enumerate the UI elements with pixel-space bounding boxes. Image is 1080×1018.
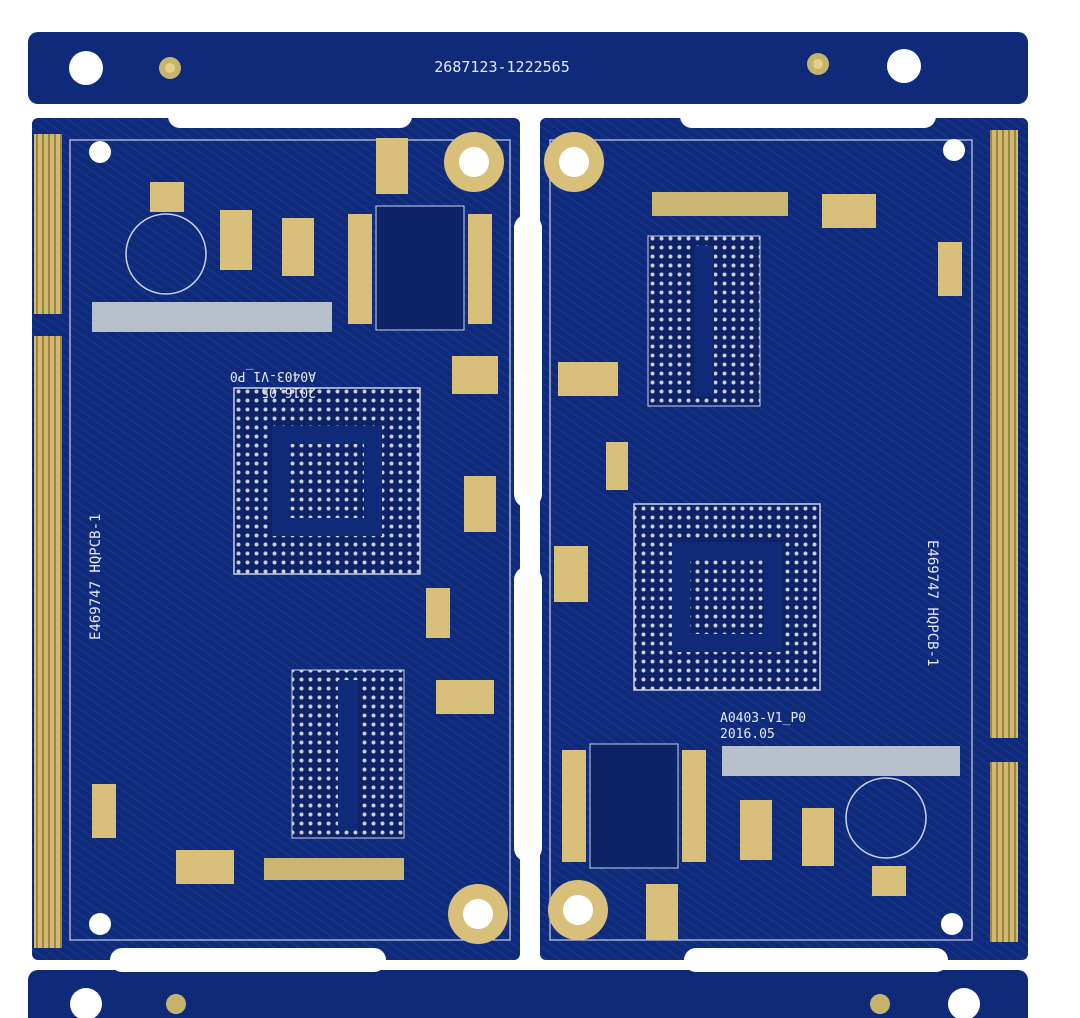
top-rail: 2687123-1222565: [28, 32, 1028, 104]
left-part-number: E469747 HQPCB-1: [88, 514, 104, 640]
left-module: E469747 HQPCB-1 A0403-V1_P0 2016.05: [32, 118, 520, 960]
capacitor-outline: [125, 213, 207, 295]
left-date: 2016.05: [261, 384, 316, 399]
edge-connector: [34, 336, 62, 948]
right-date: 2016.05: [720, 727, 775, 742]
silkscreen-label-area: [722, 746, 960, 776]
routing-slots: [110, 104, 948, 972]
ic-footprint: [375, 205, 465, 331]
capacitor-outline: [845, 777, 927, 859]
bottom-rail: [28, 970, 1028, 1018]
edge-connector: [990, 130, 1018, 738]
fiducial-pad: [166, 994, 186, 1014]
right-part-number: E469747 HQPCB-1: [924, 540, 940, 666]
fiducial-pad: [870, 994, 890, 1014]
left-revision: A0403-V1_P0: [230, 368, 316, 383]
right-revision: A0403-V1_P0: [720, 711, 806, 726]
tooling-hole: [887, 49, 921, 83]
edge-connector: [34, 134, 62, 314]
silkscreen-label-area: [92, 302, 332, 332]
tooling-hole: [70, 988, 102, 1018]
rail-serial-number: 2687123-1222565: [434, 58, 569, 76]
tooling-hole: [948, 988, 980, 1018]
tooling-hole: [69, 51, 103, 85]
right-module: E469747 HQPCB-1 A0403-V1_P0 2016.05: [540, 118, 1028, 960]
ic-footprint: [589, 743, 679, 869]
edge-connector: [990, 762, 1018, 942]
